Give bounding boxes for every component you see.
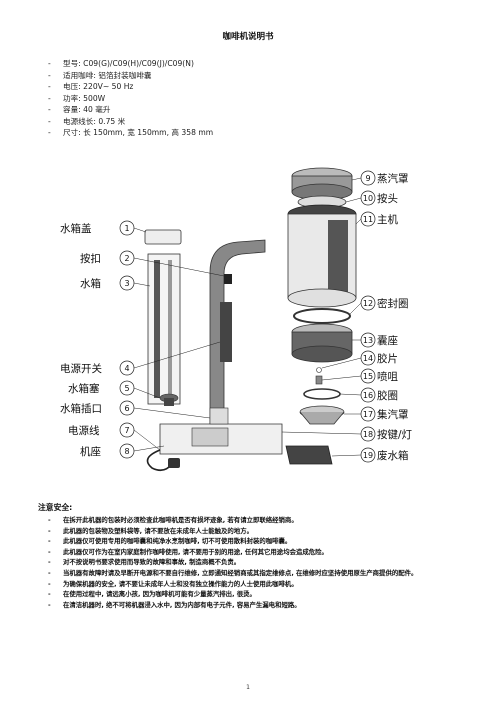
exploded-parts-diagram: 水箱盖 1 按扣 2 水箱 3 电源开关 4 水箱塞 5 水箱插口 6 电源线 … xyxy=(60,167,413,472)
main-unit-drawing xyxy=(287,204,357,308)
part-number: 10 xyxy=(363,194,373,203)
safety-item: -此机器仅可使用专用的咖啡囊和纯净水烹制咖啡, 切不可使用散料封装的咖啡囊。 xyxy=(48,537,292,546)
part-number: 2 xyxy=(124,254,129,263)
part-label: 主机 xyxy=(377,213,398,226)
spec-item: -功率: 500W xyxy=(48,93,106,103)
part-label: 按头 xyxy=(377,192,398,205)
part-label: 集汽罩 xyxy=(377,408,409,421)
nozzle-drawing xyxy=(315,375,323,385)
power-cord-drawing xyxy=(146,449,180,472)
part-number: 8 xyxy=(124,447,129,456)
safety-item: -此机器的包装物及塑料袋等, 请不要放在未成年人士能触及的地方。 xyxy=(48,526,253,535)
part-number: 18 xyxy=(363,430,373,439)
part-label: 电源线 xyxy=(68,424,100,437)
document-title: 咖啡机说明书 xyxy=(222,32,274,42)
part-label: 水箱塞 xyxy=(68,382,100,395)
left-part-labels: 水箱盖 1 按扣 2 水箱 3 电源开关 4 水箱塞 5 水箱插口 6 电源线 … xyxy=(60,220,225,459)
part-label: 废水箱 xyxy=(377,449,409,462)
spec-item: -电源线长: 0.75 米 xyxy=(48,116,126,126)
safety-list: -在拆开此机器的包装时必须检查此咖啡机是否有损坏迹象, 若有请立即联络经销商。 … xyxy=(48,515,468,610)
safety-item: -此机器仅可作为在室内家庭制作咖啡使用, 请不要用于别的用途, 任何其它用途均会… xyxy=(48,547,328,556)
part-number: 3 xyxy=(124,279,129,288)
part-number: 14 xyxy=(363,354,373,363)
machine-stand-drawing xyxy=(209,239,266,425)
machine-base-drawing xyxy=(159,407,283,455)
page-number: 1 xyxy=(246,684,250,691)
capsule-holder-drawing xyxy=(291,323,353,363)
part-number: 13 xyxy=(363,336,373,345)
part-number: 15 xyxy=(363,372,373,381)
part-label: 胶片 xyxy=(377,352,398,365)
part-number: 9 xyxy=(365,174,370,183)
part-label: 蒸汽罩 xyxy=(377,172,409,185)
part-label: 机座 xyxy=(80,445,101,458)
spec-item: -容量: 40 毫升 xyxy=(48,105,111,114)
part-number: 16 xyxy=(363,391,373,400)
sealing-ring-drawing xyxy=(293,308,351,324)
safety-item: -为确保机器的安全, 请不要让未成年人士和没有独立操作能力的人士使用此咖啡机。 xyxy=(48,579,298,588)
part-label: 密封圈 xyxy=(377,297,409,310)
part-label: 水箱盖 xyxy=(60,222,92,235)
part-number: 17 xyxy=(363,410,373,419)
part-number: 4 xyxy=(124,364,129,373)
steam-collector-drawing xyxy=(299,405,345,425)
part-label: 喷咀 xyxy=(377,371,398,383)
safety-item: -对不按说明书要求使用而导致的故障和事故, 制造商概不负责。 xyxy=(48,558,241,567)
safety-item: -在拆开此机器的包装时必须检查此咖啡机是否有损坏迹象, 若有请立即联络经销商。 xyxy=(48,516,298,524)
part-label: 按键/灯 xyxy=(377,428,413,441)
part-number: 1 xyxy=(124,224,129,233)
part-number: 6 xyxy=(124,404,129,413)
water-tank-lid-drawing xyxy=(144,229,182,245)
rubber-ring-drawing xyxy=(303,388,341,400)
safety-item: -在清洁机器时, 绝不可将机器浸入水中, 因为内部有电子元件, 容易产生漏电和短… xyxy=(48,600,301,609)
part-number: 7 xyxy=(124,426,129,435)
waste-water-box-drawing xyxy=(285,445,333,465)
part-label: 水箱插口 xyxy=(60,402,102,415)
part-number: 5 xyxy=(124,384,129,393)
film-piece-drawing xyxy=(316,367,322,373)
part-label: 电源开关 xyxy=(60,362,102,375)
part-number: 19 xyxy=(363,451,373,460)
spec-item: -电压: 220V~ 50 Hz xyxy=(48,82,134,91)
part-number: 12 xyxy=(363,299,373,308)
spec-item: -适用咖啡: 铝箔封装咖啡囊 xyxy=(48,70,152,80)
steam-hood-drawing xyxy=(291,167,353,201)
spec-item: -尺寸: 长 150mm, 宽 150mm, 高 358 mm xyxy=(48,128,214,137)
part-label: 囊座 xyxy=(377,334,398,347)
part-label: 胶圈 xyxy=(377,389,398,402)
part-label: 按扣 xyxy=(80,252,101,265)
right-part-labels: 9 蒸汽罩 10 按头 11 主机 12 密封圈 13 囊座 14 胶片 15 … xyxy=(281,170,413,463)
safety-item: -当机器有故障时请及早断开电源和不要自行维修, 立即通知经销商或其指定维修点, … xyxy=(48,568,418,577)
safety-item: -在使用过程中, 请远离小孩, 因为咖啡机可能有少量蒸汽排出, 很烫。 xyxy=(48,590,256,599)
safety-heading: 注意安全: xyxy=(38,503,73,512)
part-number: 11 xyxy=(363,215,373,224)
spec-list: -型号: C09(G)/C09(H)/C09(J)/C09(N) -适用咖啡: … xyxy=(48,58,213,139)
water-tank-drawing xyxy=(147,253,181,405)
part-label: 水箱 xyxy=(80,277,101,290)
spec-item: -型号: C09(G)/C09(H)/C09(J)/C09(N) xyxy=(48,59,194,68)
